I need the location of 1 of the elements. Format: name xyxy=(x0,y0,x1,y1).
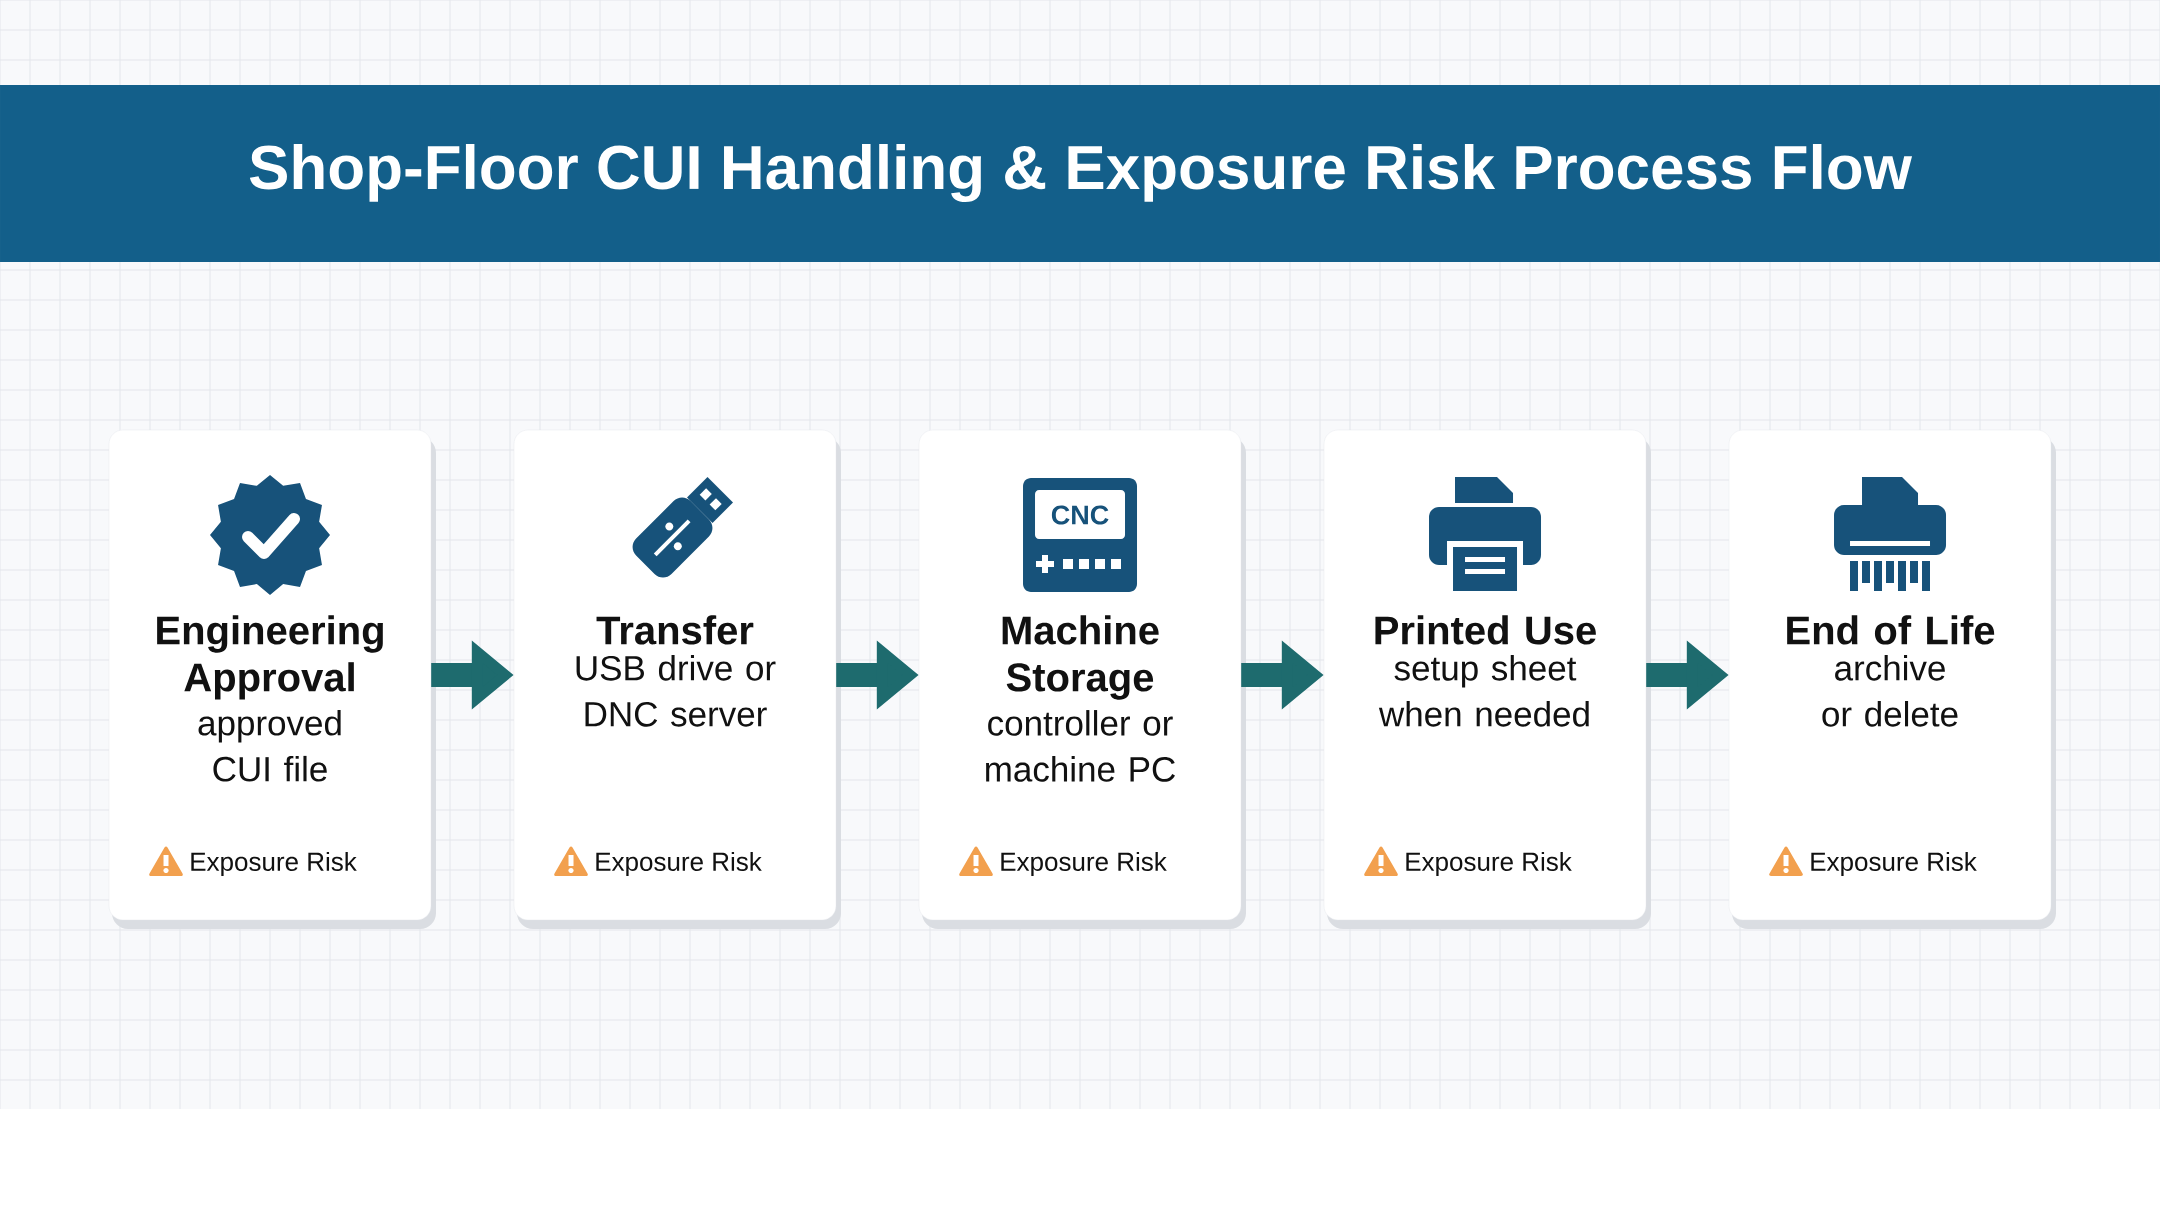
title-banner: Shop-Floor CUI Handling & Exposure Risk Process Flow xyxy=(0,85,2160,262)
